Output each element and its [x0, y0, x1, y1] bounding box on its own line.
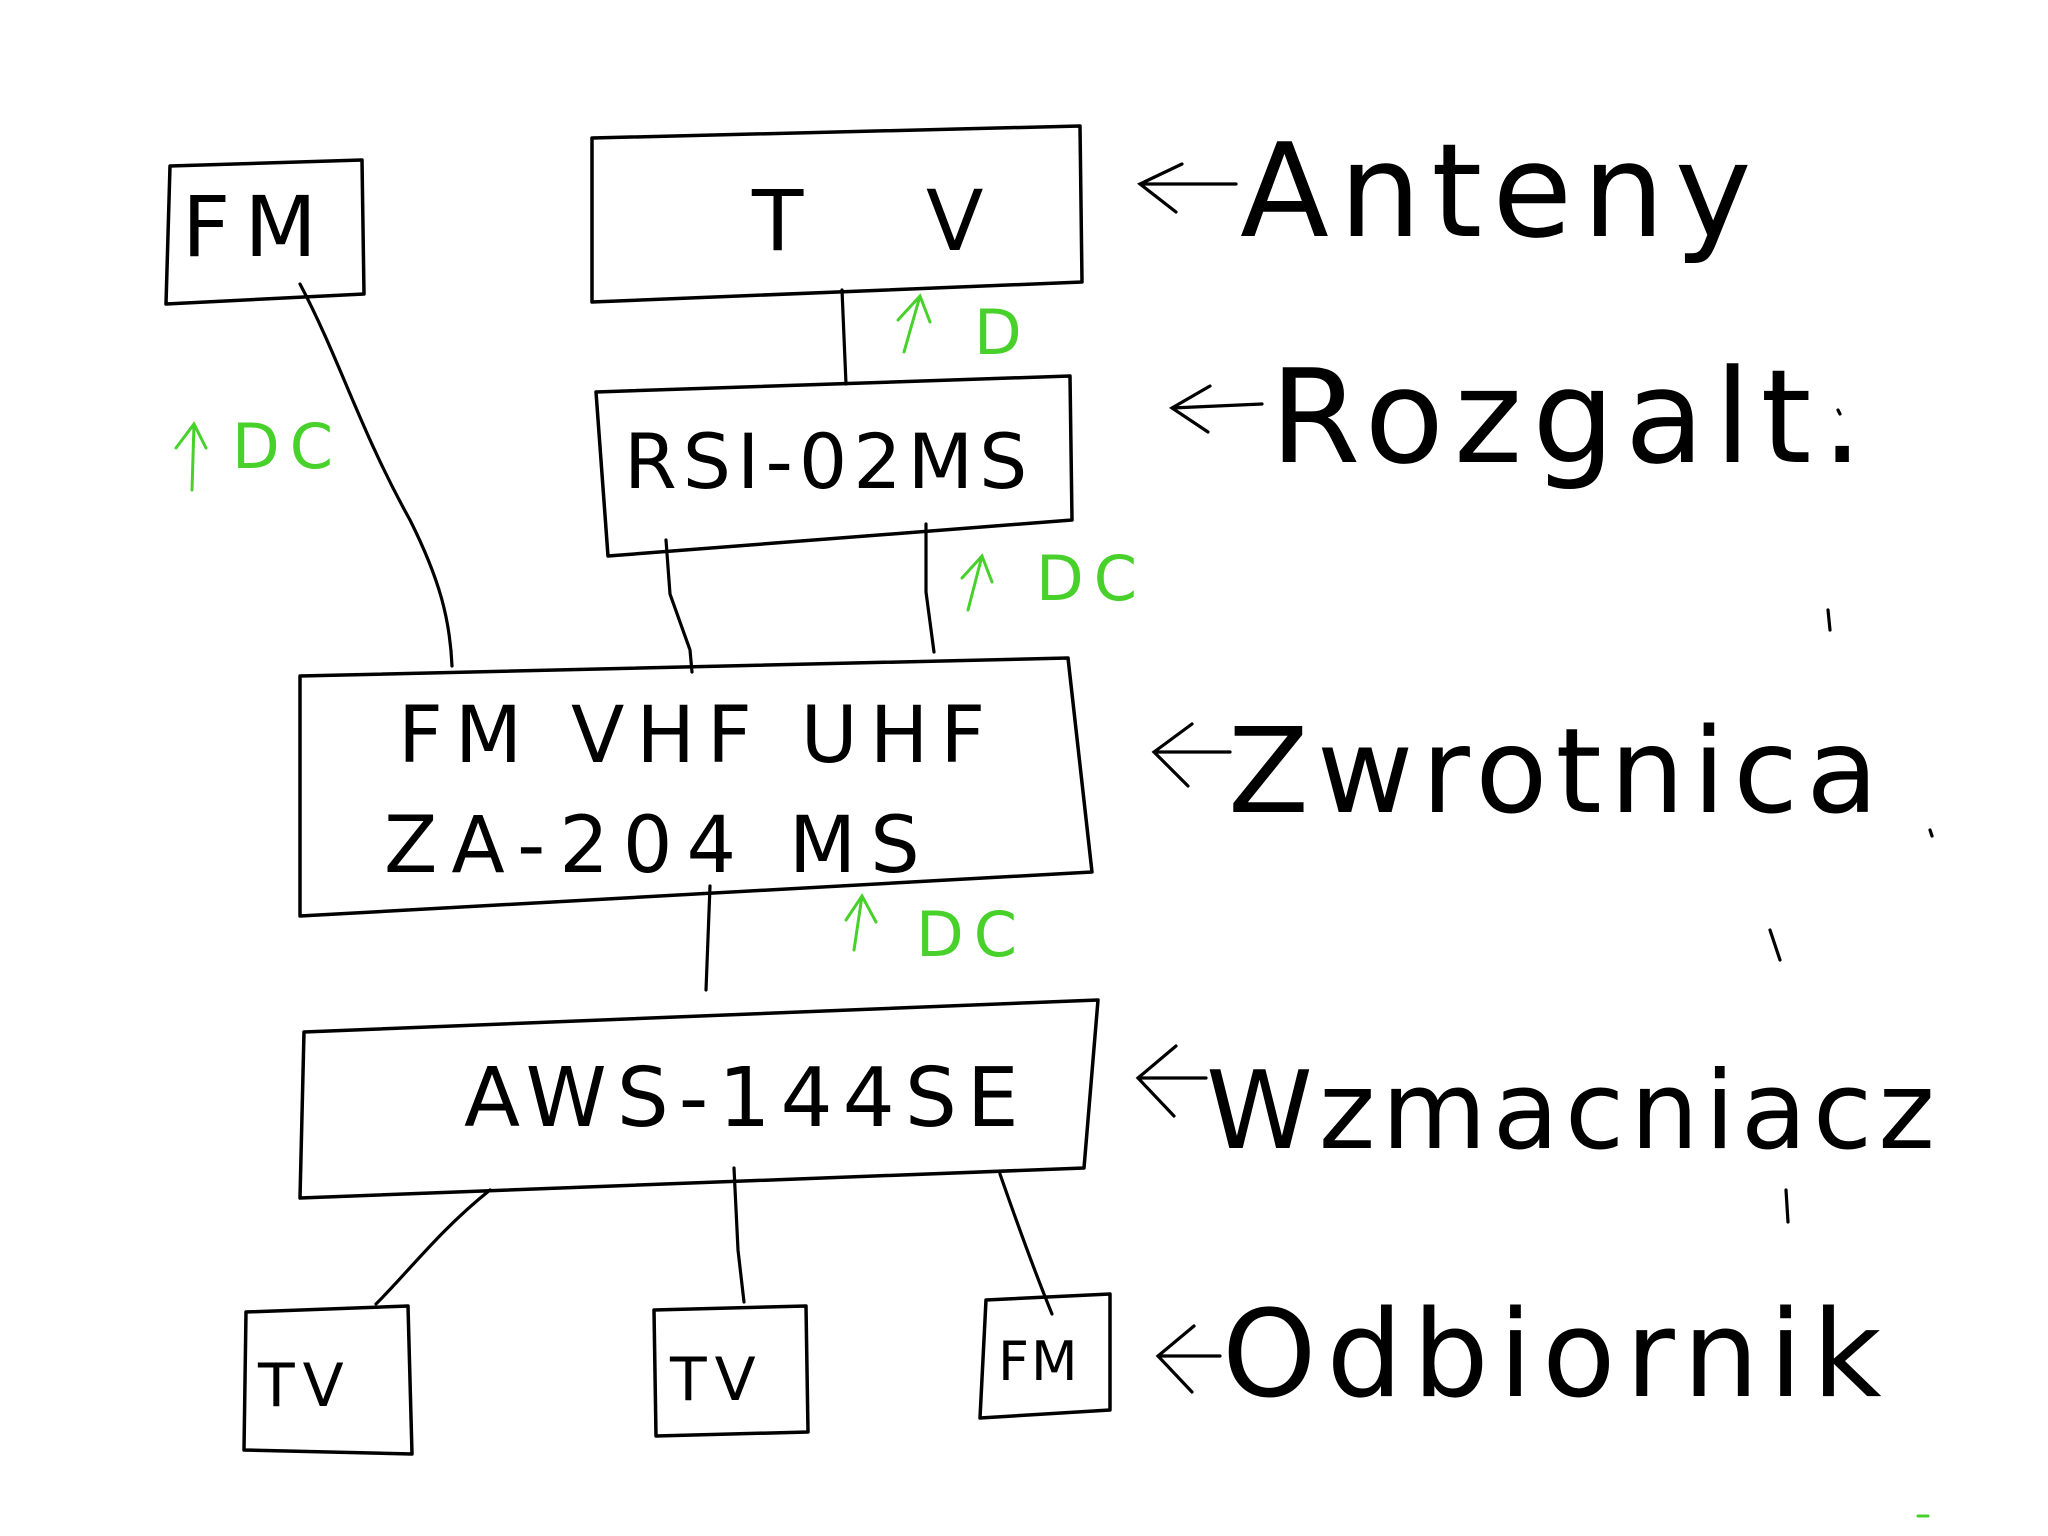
wire-amplifier-to-tv-1	[374, 1188, 492, 1306]
dc-label-amplifier-line: DC	[916, 898, 1027, 971]
diplexer-label-line1: FM VHF UHF	[398, 691, 997, 781]
receiver-tv-2-label: TV	[669, 1345, 764, 1415]
left-arrow-icon	[1151, 722, 1232, 788]
wire-fm-antenna-to-diplexer	[298, 282, 454, 668]
wire-amplifier-to-tv-2	[732, 1166, 746, 1304]
left-arrow-icon	[1135, 1044, 1208, 1118]
dc-label-tv-line: D	[974, 296, 1032, 369]
amplifier-label: AWS-144SE	[464, 1051, 1029, 1146]
side-label-wzmacniacz: Wzmacniacz	[1135, 1044, 1941, 1174]
side-label-anteny: Anteny	[1136, 115, 1762, 267]
dc-annotation-splitter-line: DC	[960, 542, 1147, 615]
receiver-fm-box: FM	[978, 1292, 1112, 1420]
stray-pen-marks	[1768, 408, 1934, 1518]
side-label-zwrotnica-text: Zwrotnica	[1228, 702, 1887, 840]
receiver-fm-label: FM	[998, 1330, 1080, 1393]
left-arrow-icon	[1155, 1324, 1222, 1394]
dc-up-arrow-icon	[174, 421, 208, 492]
dc-annotation-tv-line: D	[896, 293, 1032, 369]
side-label-zwrotnica: Zwrotnica	[1151, 702, 1887, 840]
splitter-box: RSI-02MS	[594, 374, 1074, 558]
wire-diplexer-to-amplifier	[704, 884, 712, 992]
receiver-tv-1-box: TV	[242, 1304, 414, 1456]
left-arrow-icon	[1168, 384, 1264, 434]
diplexer-label-line2: ZA-204 MS	[384, 801, 934, 891]
side-label-wzmacniacz-text: Wzmacniacz	[1206, 1049, 1941, 1174]
fm-antenna-label: FM	[182, 178, 331, 276]
tv-antenna-label: T V	[751, 172, 1031, 270]
dc-label-splitter-line: DC	[1036, 542, 1147, 615]
fm-antenna-box: FM	[164, 158, 366, 306]
side-label-rozgalt: Rozgalt.	[1168, 341, 1873, 493]
amplifier-box: AWS-144SE	[298, 998, 1100, 1200]
dc-annotation-amplifier-line: DC	[844, 893, 1027, 971]
wires	[298, 282, 1054, 1316]
wire-tv-antenna-to-splitter	[840, 288, 848, 386]
side-label-anteny-text: Anteny	[1240, 115, 1762, 267]
receiver-tv-2-box: TV	[652, 1304, 810, 1438]
dc-up-arrow-icon	[960, 553, 994, 612]
dc-label-fm-line: DC	[232, 410, 343, 483]
wire-splitter-to-diplexer-right	[924, 522, 936, 654]
left-arrow-icon	[1136, 162, 1238, 214]
dc-annotation-fm-line: DC	[174, 410, 343, 492]
dc-up-arrow-icon	[844, 893, 878, 952]
side-label-odbiornik: Odbiornik	[1155, 1286, 1892, 1425]
splitter-label: RSI-02MS	[624, 417, 1033, 506]
dc-up-arrow-icon	[896, 293, 932, 354]
wire-splitter-to-diplexer-left	[664, 538, 694, 674]
diplexer-box: FM VHF UHF ZA-204 MS	[298, 656, 1094, 918]
receiver-tv-1-label: TV	[257, 1351, 352, 1421]
tv-antenna-box: T V	[590, 124, 1084, 304]
wire-amplifier-to-fm-receiver	[998, 1172, 1054, 1316]
side-label-rozgalt-text: Rozgalt.	[1270, 341, 1873, 493]
side-label-odbiornik-text: Odbiornik	[1222, 1286, 1892, 1425]
